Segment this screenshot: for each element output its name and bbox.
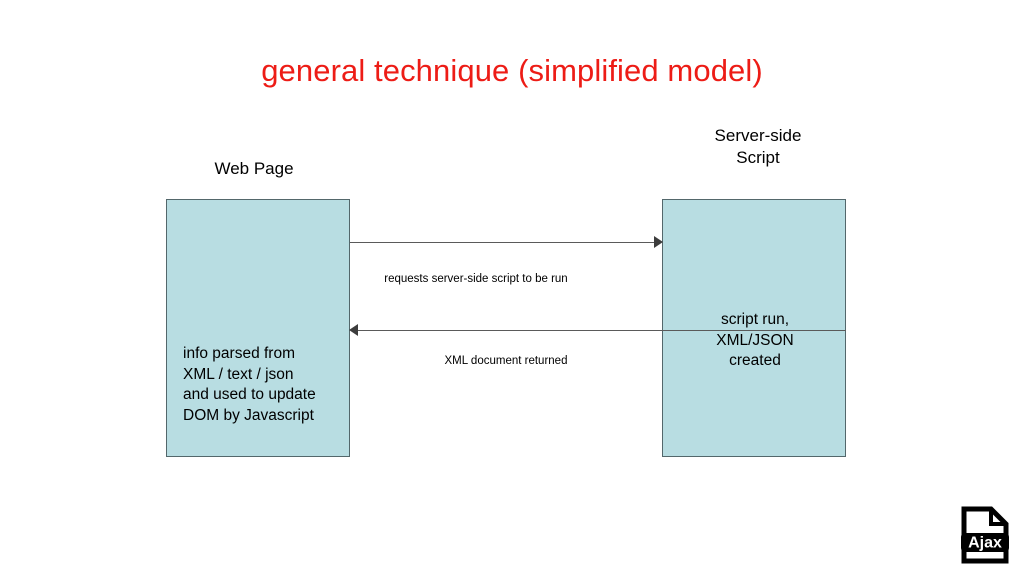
box-web-page: info parsed from XML / text / json and u… <box>166 199 350 457</box>
ajax-file-icon: Ajax <box>960 506 1010 564</box>
label-server-side-line2: Script <box>736 148 780 167</box>
box-web-page-line-1: info parsed from <box>183 345 295 362</box>
box-web-page-text: info parsed from XML / text / json and u… <box>183 344 343 426</box>
arrow-response-label: XML document returned <box>444 355 568 367</box>
arrow-response-head-icon <box>349 324 358 336</box>
page-title: general technique (simplified model) <box>261 53 763 88</box>
arrow-request-label: requests server-side script to be run <box>384 273 568 285</box>
arrow-request-head-icon <box>654 236 663 248</box>
box-web-page-line-2: XML / text / json <box>183 365 294 383</box>
box-server-script-text: script run, XML/JSON created <box>663 310 847 372</box>
box-web-page-line-4: DOM by Javascript <box>183 406 314 424</box>
label-web-page: Web Page <box>214 159 294 178</box>
label-server-side-script: Server-side Script <box>658 125 858 169</box>
ajax-badge-label: Ajax <box>968 535 1002 552</box>
ajax-badge <box>961 533 1009 552</box>
box-server-script: script run, XML/JSON created <box>662 199 846 457</box>
box-web-page-line-3: and used to update <box>183 386 316 403</box>
box-server-script-line-2: XML/JSON <box>716 331 794 349</box>
box-server-script-line-1: script run, <box>720 311 790 328</box>
arrow-request-line <box>350 242 656 243</box>
box-server-script-line-3: created <box>729 352 781 369</box>
folded-corner-icon <box>989 509 1006 526</box>
arrow-response-line <box>356 330 846 331</box>
label-server-side-line1: Server-side <box>714 126 802 145</box>
